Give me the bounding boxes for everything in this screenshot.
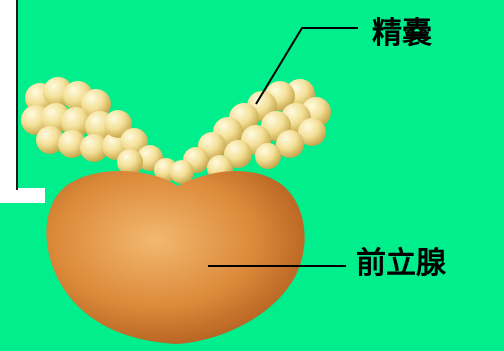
seminal-vesicle-right <box>170 79 331 184</box>
prostate-label: 前立腺 <box>356 249 446 279</box>
seminal-vesicle-label: 精嚢 <box>372 19 432 49</box>
prostate <box>46 171 304 344</box>
seminal-vesicle-left <box>21 77 178 182</box>
